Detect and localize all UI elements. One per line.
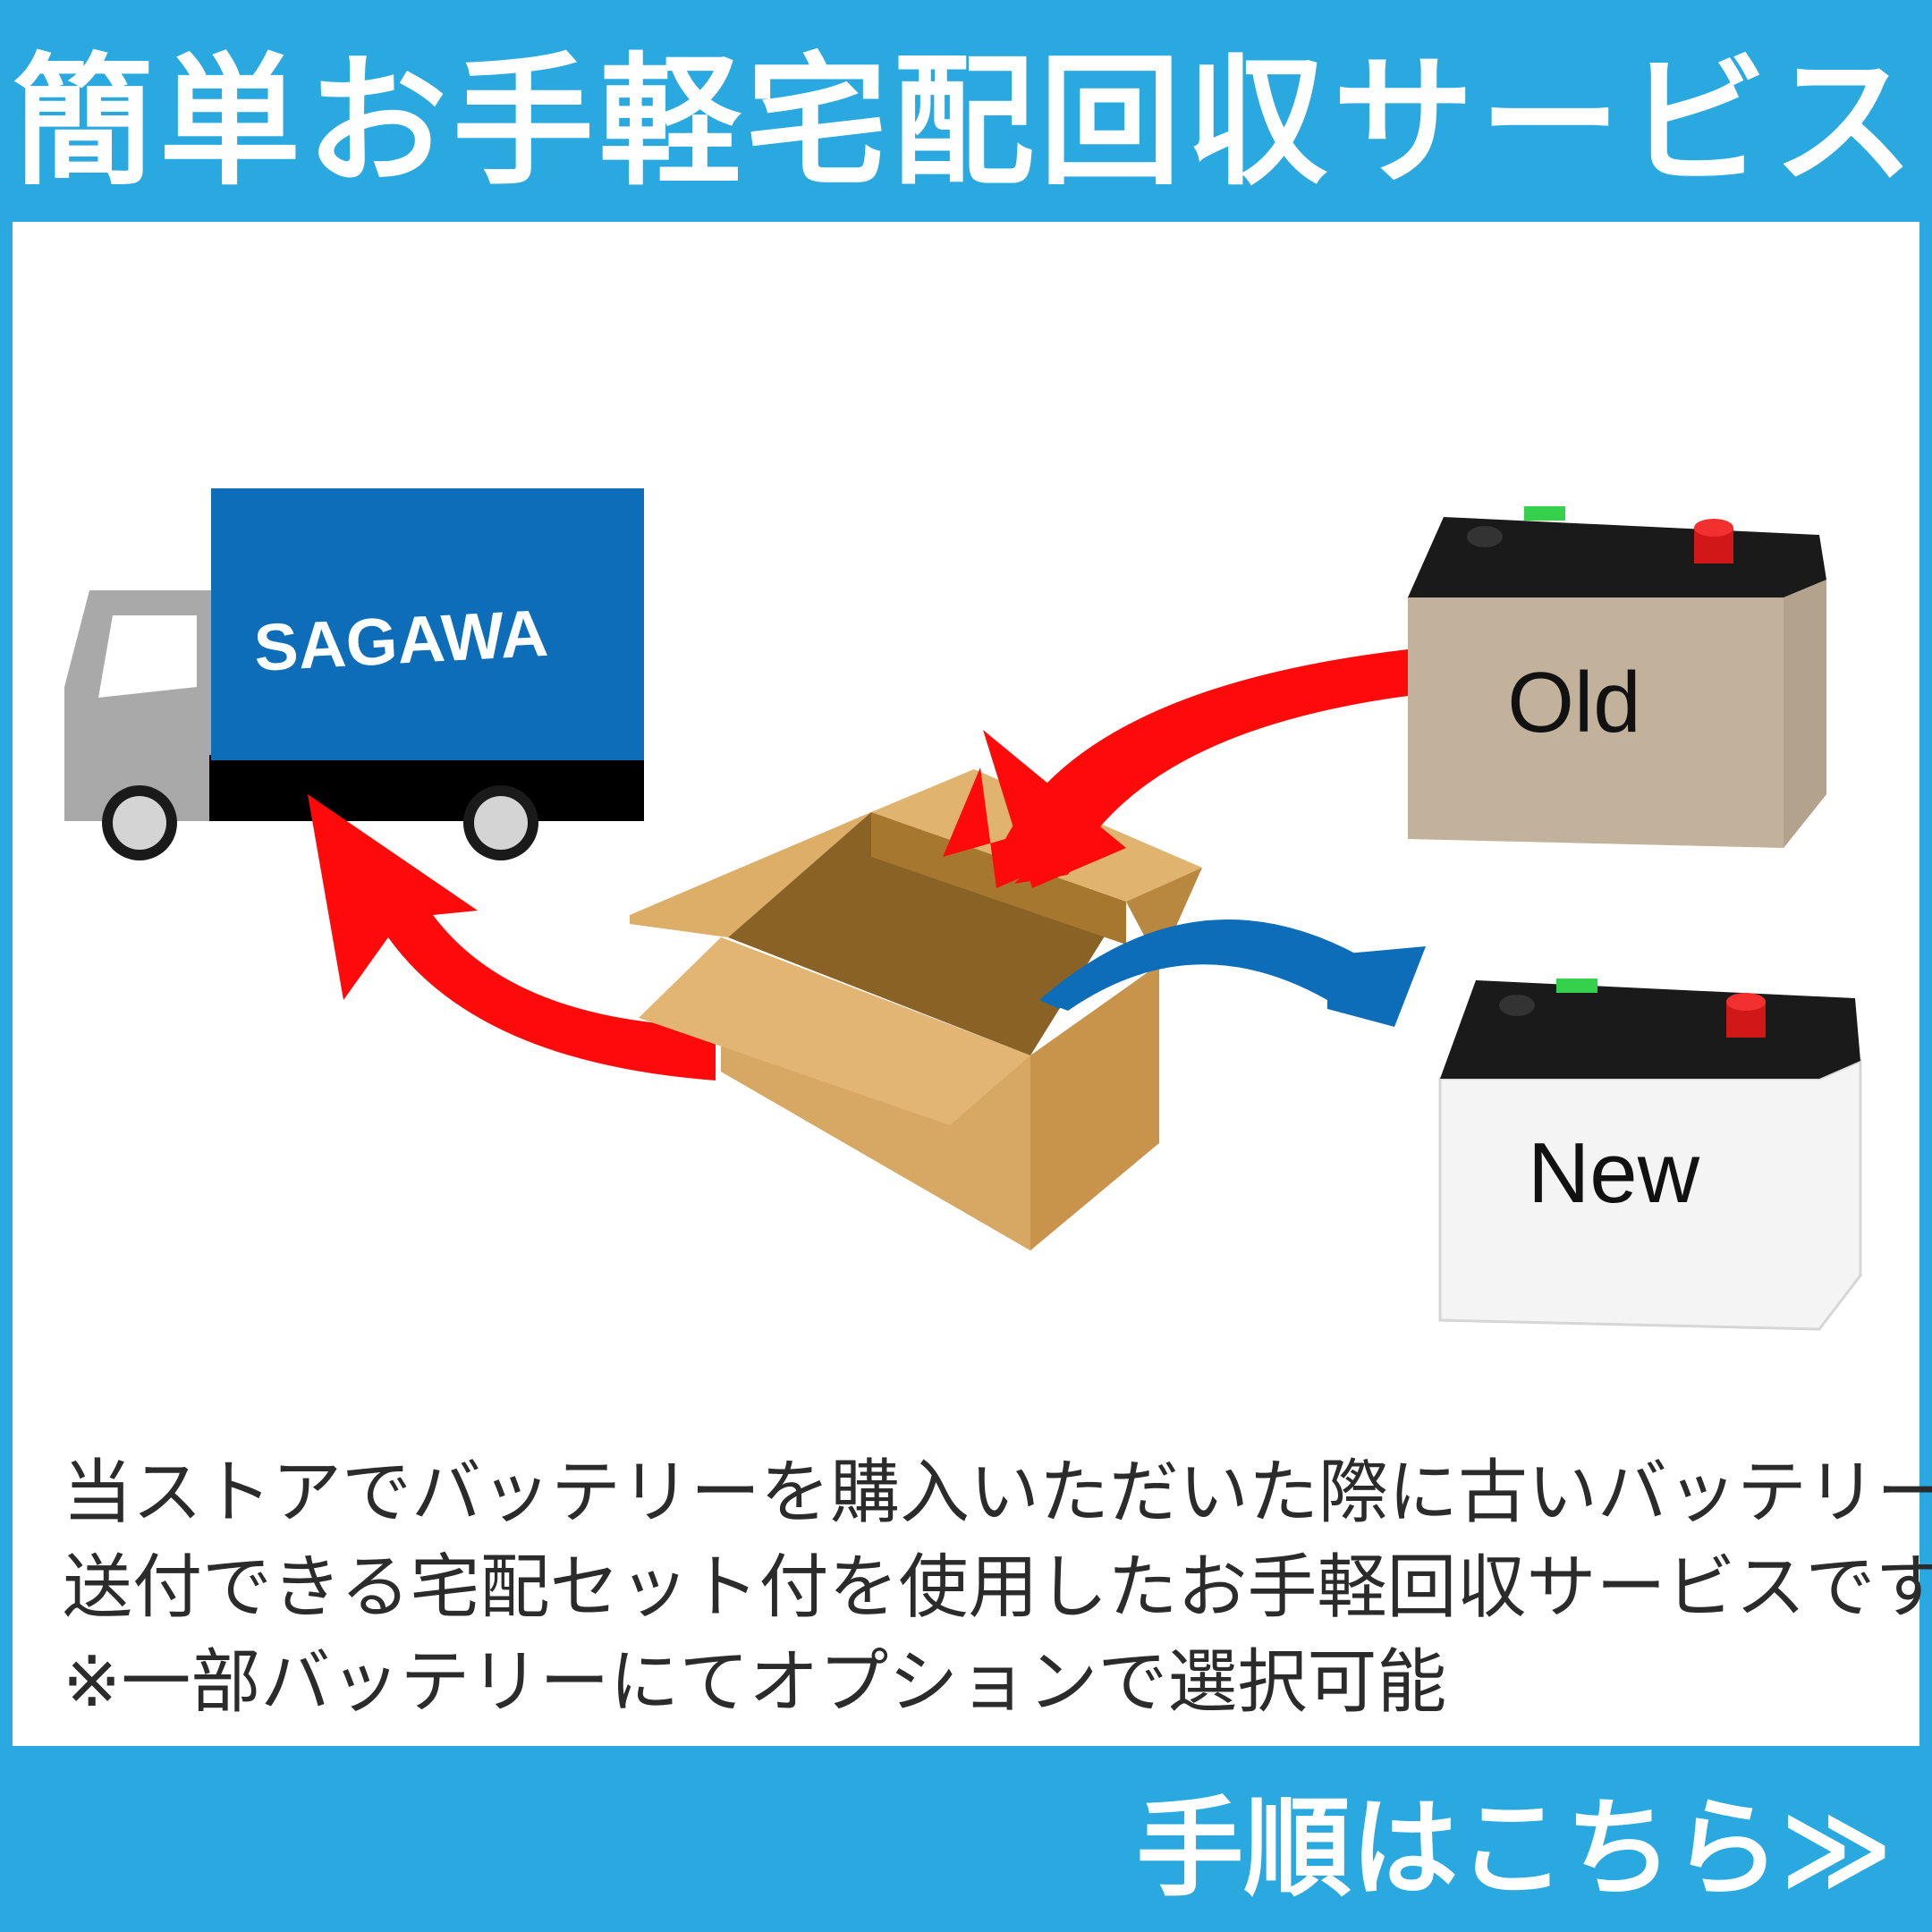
delivery-truck-icon: SAGAWA	[64, 488, 644, 860]
truck-label: SAGAWA	[252, 596, 550, 685]
description-line-2: 送付できる宅配セット付を使用したお手軽回収サービスです。	[63, 1547, 1932, 1628]
page-title: 簡単お手軽宅配回収サービス	[13, 40, 1919, 205]
recycling-illustration: SAGAWA	[64, 488, 1862, 1331]
new-battery-label: New	[1528, 1125, 1700, 1221]
arrow-to-truck-icon	[308, 794, 716, 1080]
old-battery-icon: Old	[1408, 506, 1826, 848]
new-battery-icon: New	[1438, 979, 1862, 1331]
content-panel: SAGAWA	[13, 222, 1932, 1746]
service-description: 当ストアでバッテリーを購入いただいた際に古いバッテリーを 送付できる宅配セット付…	[63, 1445, 1932, 1730]
description-line-1: 当ストアでバッテリーを購入いただいた際に古いバッテリーを	[63, 1453, 1932, 1533]
old-battery-label: Old	[1507, 655, 1640, 750]
arrow-to-new-battery-icon	[1039, 919, 1426, 1027]
arrow-to-box-icon	[943, 649, 1408, 888]
description-line-3: ※一部バッテリーにてオプションで選択可能	[63, 1642, 1447, 1723]
procedure-link[interactable]: 手順はこちら≫	[1136, 1787, 1893, 1911]
